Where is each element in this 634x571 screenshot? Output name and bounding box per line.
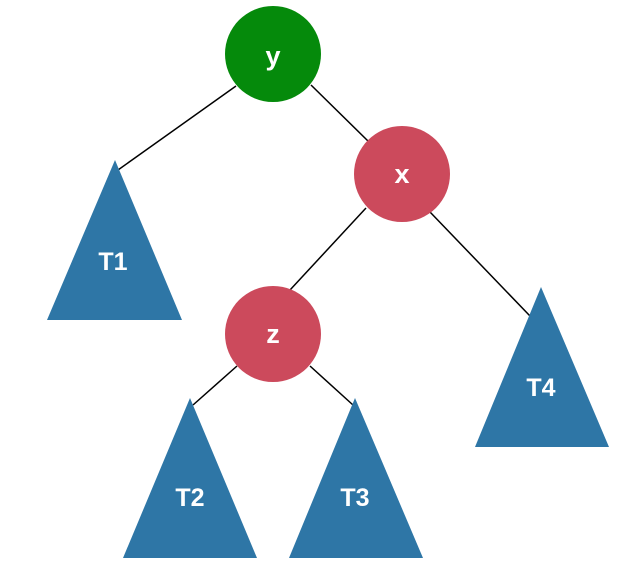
edge-z-t2 — [192, 365, 238, 406]
node-x — [354, 126, 450, 222]
subtree-t3 — [289, 398, 423, 558]
node-z — [225, 286, 321, 382]
edge-z-t3 — [309, 365, 354, 406]
edge-x-t4 — [429, 211, 531, 317]
node-y — [225, 6, 321, 102]
edge-y-x — [310, 84, 370, 143]
subtree-t4 — [475, 287, 609, 447]
node-z-label: z — [266, 319, 280, 349]
edge-x-z — [289, 207, 367, 291]
node-x-label: x — [394, 159, 409, 189]
edge-y-t1 — [117, 85, 237, 171]
subtree-t1 — [47, 160, 182, 320]
subtree-t4-label: T4 — [526, 374, 555, 402]
subtree-t1-label: T1 — [98, 248, 127, 276]
subtree-t2 — [123, 398, 257, 558]
subtree-t3-label: T3 — [340, 484, 369, 512]
subtree-t2-label: T2 — [175, 484, 204, 512]
node-y-label: y — [265, 41, 280, 71]
